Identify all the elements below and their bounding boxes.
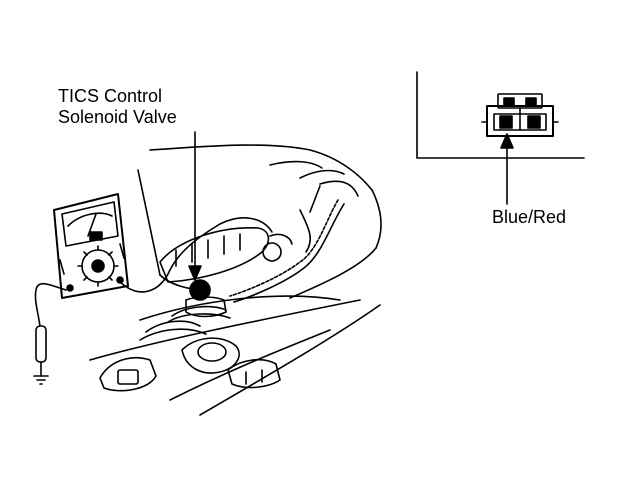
solenoid-label-line1: TICS Control [58,86,163,106]
lower-components [99,320,281,392]
connector-icon [481,93,559,137]
connector-wire-label: Blue/Red [492,207,567,227]
solenoid-callout-arrow [188,131,202,281]
connector-callout-arrow [500,133,514,205]
connector-inset [416,71,585,159]
wiring-harness [229,185,345,303]
solenoid-valve-label: TICS Control Solenoid Valve [58,86,177,128]
engine-bay-outline [89,144,382,416]
test-probe-icon [35,325,47,377]
multimeter-icon [53,193,129,299]
meter-leads [34,217,273,327]
solenoid-label-line2: Solenoid Valve [58,107,177,127]
ground-symbol-icon [33,375,49,385]
solenoid-valve [159,227,293,323]
